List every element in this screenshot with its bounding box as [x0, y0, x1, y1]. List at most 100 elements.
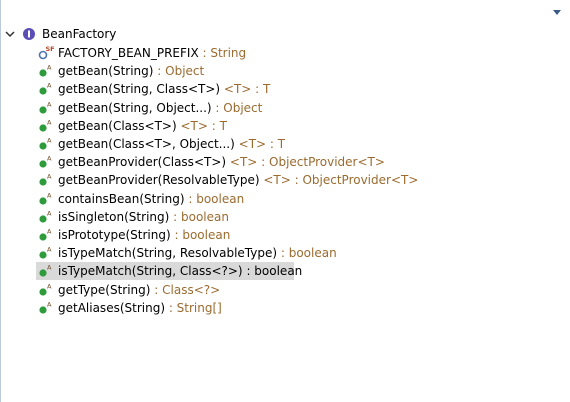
abstract-public-method-icon: A [39, 282, 52, 296]
member-label: getAliases(String) : String[] [58, 299, 222, 317]
member-signature: getBeanProvider(Class<T>) [58, 155, 227, 170]
member-signature: getBean(String) [58, 64, 154, 79]
member-separator: : [242, 264, 255, 279]
member-label: getBeanProvider(ResolvableType) <T> : Ob… [58, 171, 418, 189]
abstract-public-method-icon: A [39, 118, 52, 132]
abstract-public-method-icon: A [39, 191, 52, 205]
member-separator: : [198, 46, 211, 60]
abstract-public-method-icon: A [39, 246, 52, 259]
member-signature: isTypeMatch(String, Class<?>) [58, 264, 243, 279]
member-separator: : [184, 191, 197, 206]
view-toolbar [1, 0, 570, 24]
member-return-type: Class<?> [162, 282, 221, 297]
abstract-public-method-icon: A [39, 228, 52, 241]
member-signature: getBeanProvider(ResolvableType) [58, 173, 260, 188]
member-return-type: Object [165, 64, 205, 79]
member-signature: getType(String) [58, 282, 151, 297]
svg-text:A: A [47, 228, 52, 236]
member-signature: getBean(String, Class<T>) [58, 82, 221, 97]
svg-text:A: A [47, 64, 52, 72]
member-label: getBean(Class<T>) <T> : T [58, 117, 227, 135]
left-border [0, 0, 1, 402]
member-return-type: boolean [180, 209, 229, 224]
member-label: containsBean(String) : boolean [58, 190, 244, 208]
member-label: getBean(String) : Object [58, 62, 204, 80]
abstract-public-method-icon: A [39, 64, 52, 77]
member-label: getBean(Class<T>, Object...) <T> : T [58, 135, 285, 153]
abstract-public-method-icon: A [39, 100, 52, 114]
svg-text:A: A [47, 282, 52, 290]
member-separator: : [277, 246, 289, 261]
member-return-type: boolean [288, 246, 337, 261]
svg-text:A: A [47, 246, 52, 254]
member-label: FACTORY_BEAN_PREFIX : String [58, 44, 246, 62]
svg-text:SF: SF [46, 45, 55, 53]
svg-text:A: A [47, 118, 52, 126]
member-signature: isSingleton(String) [58, 209, 170, 224]
member-return-type: String[] [176, 300, 222, 315]
member-signature: isPrototype(String) [58, 228, 171, 242]
member-return-type: Object [223, 100, 263, 115]
member-signature: FACTORY_BEAN_PREFIX [58, 46, 199, 60]
member-separator: : [150, 282, 163, 297]
interface-icon [23, 28, 35, 40]
member-return-type: <T> : T [238, 137, 286, 151]
member-signature: getBean(Class<T>, Object...) [58, 137, 235, 151]
abstract-public-method-icon: A [39, 209, 52, 223]
abstract-public-method-icon: A [39, 137, 52, 150]
member-signature: getBean(String, Object...) [58, 100, 212, 115]
svg-text:A: A [47, 300, 52, 308]
root-label: BeanFactory [42, 27, 117, 41]
member-signature: getAliases(String) [58, 300, 165, 315]
svg-text:A: A [47, 173, 52, 181]
expand-chevron-icon[interactable] [4, 28, 16, 40]
svg-text:A: A [47, 137, 52, 145]
svg-text:A: A [47, 82, 52, 90]
member-label: getBeanProvider(Class<T>) <T> : ObjectPr… [58, 153, 385, 171]
svg-text:A: A [47, 155, 52, 163]
member-return-type: String [210, 46, 247, 60]
member-signature: isTypeMatch(String, ResolvableType) [58, 246, 278, 261]
static-final-field-icon: SF [38, 45, 55, 60]
view-menu-chevron-icon[interactable] [550, 6, 564, 18]
abstract-public-method-icon: A [39, 82, 52, 95]
member-label: isTypeMatch(String, Class<?>) : boolean [58, 262, 302, 280]
member-separator: : [211, 100, 224, 115]
svg-text:A: A [47, 100, 52, 108]
member-return-type: boolean [182, 228, 231, 242]
member-separator: : [153, 64, 166, 79]
member-label: isSingleton(String) : boolean [58, 208, 229, 226]
abstract-public-method-icon: A [39, 264, 52, 277]
svg-text:A: A [47, 191, 52, 199]
member-label: isTypeMatch(String, ResolvableType) : bo… [58, 244, 337, 262]
member-label: getBean(String, Class<T>) <T> : T [58, 80, 270, 98]
member-signature: containsBean(String) [58, 191, 185, 206]
member-separator: : [165, 300, 177, 315]
abstract-public-method-icon: A [39, 155, 52, 168]
member-separator: : [170, 228, 183, 242]
member-return-type: <T> : ObjectProvider<T> [263, 173, 419, 188]
member-label: getBean(String, Object...) : Object [58, 99, 262, 117]
member-return-type: boolean [196, 191, 245, 206]
member-label: isPrototype(String) : boolean [58, 226, 230, 244]
tree-root-beanfactory[interactable]: BeanFactory [0, 25, 570, 43]
svg-text:A: A [47, 264, 52, 272]
abstract-public-method-icon: A [39, 300, 52, 314]
member-return-type: boolean [254, 264, 303, 279]
member-return-type: <T> : ObjectProvider<T> [229, 155, 385, 170]
